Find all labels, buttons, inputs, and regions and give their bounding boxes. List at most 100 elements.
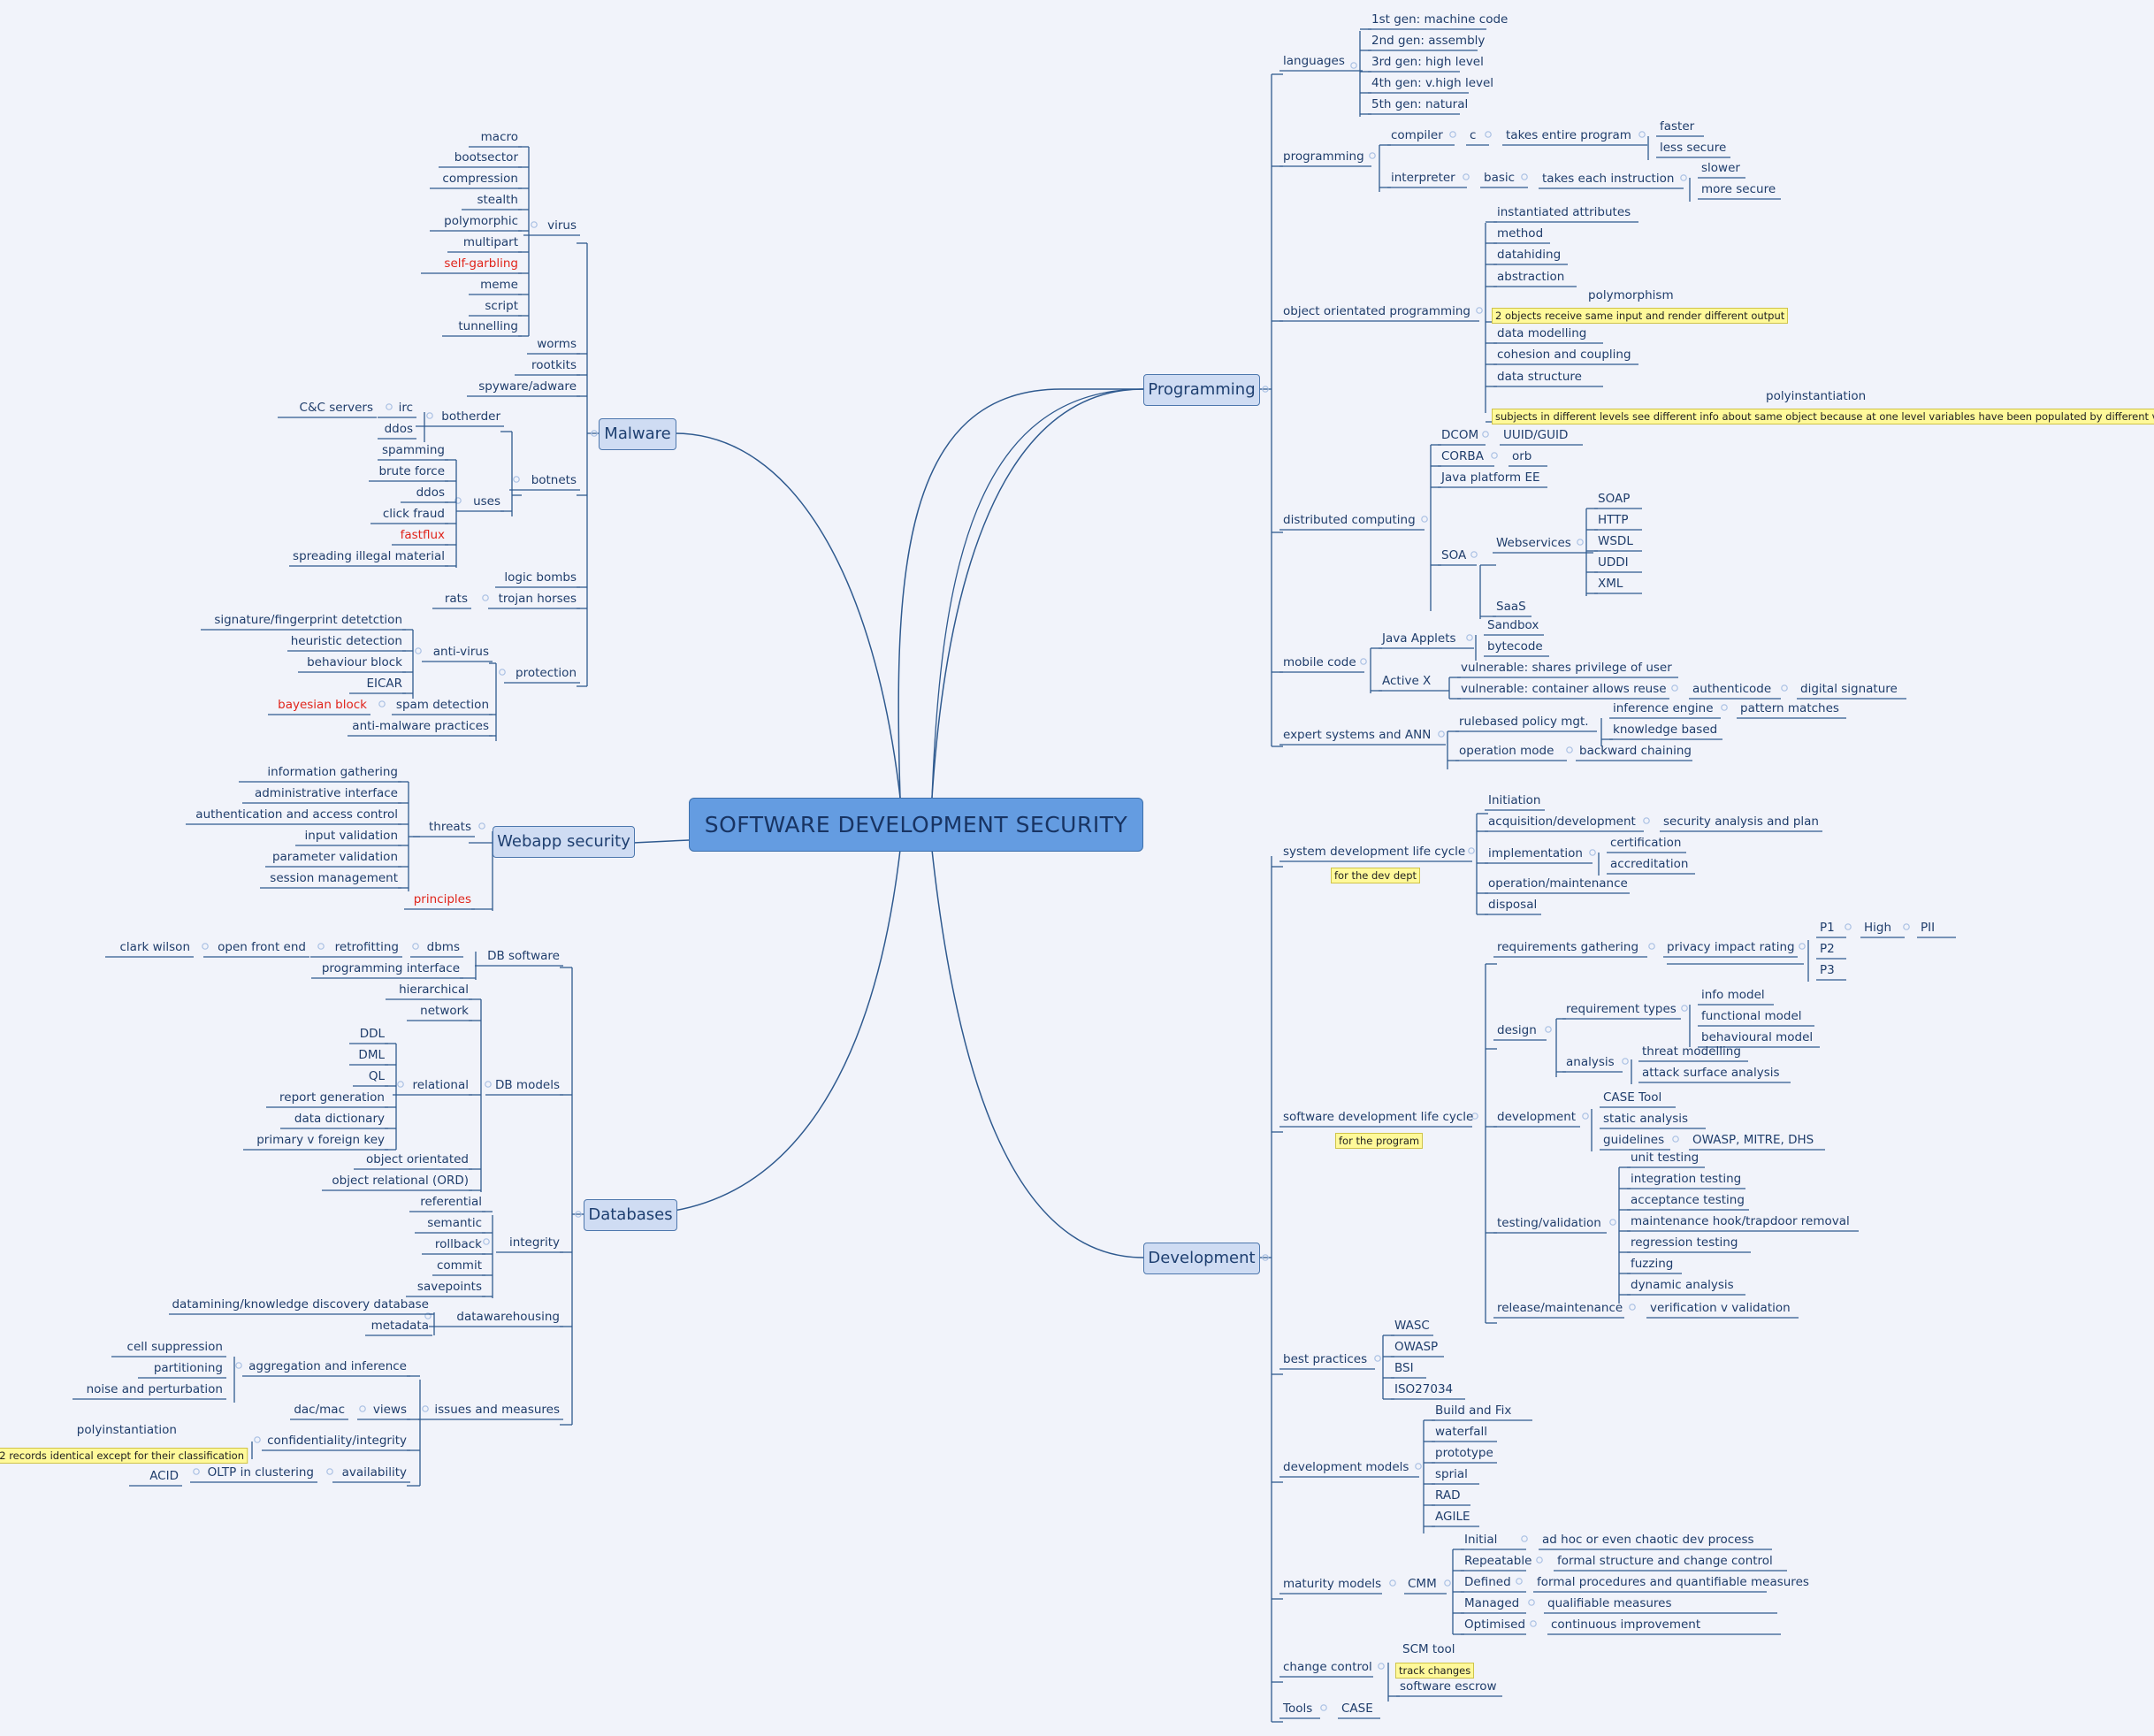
topic-backward[interactable]: backward chaining [1579, 744, 1692, 758]
collapse-toggle[interactable] [426, 412, 433, 419]
topic-logic-bombs[interactable]: logic bombs [504, 570, 577, 585]
topic-formal-structure[interactable]: formal structure and change control [1557, 1554, 1773, 1568]
collapse-toggle[interactable] [359, 1405, 366, 1412]
topic-gen4[interactable]: 4th gen: v.high level [1371, 76, 1494, 90]
topic-requirements[interactable]: requirements gathering [1497, 940, 1639, 954]
topic-privacy[interactable]: privacy impact rating [1667, 940, 1795, 954]
collapse-toggle[interactable] [1470, 551, 1478, 558]
topic-datamining[interactable]: datamining/knowledge discovery database [172, 1297, 429, 1312]
topic-rulebased[interactable]: rulebased policy mgt. [1459, 715, 1589, 729]
topic-script[interactable]: script [485, 299, 518, 313]
collapse-toggle[interactable] [1903, 923, 1910, 930]
topic-antivirus[interactable]: anti-virus [432, 645, 489, 659]
topic-oltp[interactable]: OLTP in clustering [207, 1465, 314, 1480]
topic-uuid[interactable]: UUID/GUID [1503, 428, 1569, 442]
topic-compression[interactable]: compression [442, 172, 518, 186]
topic-mobile[interactable]: mobile code [1283, 655, 1356, 669]
topic-scm[interactable]: SCM tool [1402, 1642, 1455, 1656]
topic-dynamic[interactable]: dynamic analysis [1631, 1278, 1734, 1292]
topic-acquisition[interactable]: acquisition/development [1488, 814, 1636, 829]
topic-functional-model[interactable]: functional model [1701, 1009, 1802, 1023]
topic-ddos2[interactable]: ddos [416, 486, 445, 500]
topic-p2[interactable]: P2 [1820, 942, 1835, 956]
collapse-toggle[interactable] [415, 647, 422, 654]
topic-dbms[interactable]: dbms [426, 940, 460, 954]
collapse-toggle[interactable] [1671, 684, 1678, 692]
main-topic-webapp[interactable]: Webapp security [493, 826, 635, 858]
topic-best-practices[interactable]: best practices [1283, 1352, 1368, 1366]
topic-defined[interactable]: Defined [1464, 1575, 1511, 1589]
topic-semantic[interactable]: semantic [427, 1216, 482, 1230]
topic-acceptance[interactable]: acceptance testing [1631, 1193, 1745, 1207]
topic-saas[interactable]: SaaS [1496, 600, 1526, 614]
collapse-toggle[interactable] [1374, 1355, 1381, 1362]
topic-formal-procedures[interactable]: formal procedures and quantifiable measu… [1537, 1575, 1809, 1589]
topic-regression[interactable]: regression testing [1631, 1235, 1738, 1250]
topic-repeatable[interactable]: Repeatable [1464, 1554, 1532, 1568]
central-topic[interactable]: SOFTWARE DEVELOPMENT SECURITY [689, 798, 1143, 852]
topic-inference[interactable]: inference engine [1613, 701, 1714, 715]
topic-case[interactable]: CASE [1341, 1702, 1373, 1716]
topic-req-types[interactable]: requirement types [1566, 1002, 1677, 1016]
topic-less-secure[interactable]: less secure [1660, 141, 1727, 155]
topic-dml[interactable]: DML [358, 1048, 385, 1062]
topic-integration[interactable]: integration testing [1631, 1172, 1742, 1186]
topic-rats[interactable]: rats [444, 592, 468, 606]
topic-fuzzing[interactable]: fuzzing [1631, 1257, 1674, 1271]
topic-cohesion[interactable]: cohesion and coupling [1497, 348, 1631, 362]
topic-design[interactable]: design [1497, 1023, 1537, 1037]
collapse-toggle[interactable] [1648, 943, 1655, 950]
topic-authenticode[interactable]: authenticode [1692, 682, 1772, 696]
topic-escrow[interactable]: software escrow [1400, 1679, 1497, 1694]
topic-data-dictionary[interactable]: data dictionary [294, 1112, 385, 1126]
collapse-toggle[interactable] [1449, 131, 1456, 138]
topic-basic[interactable]: basic [1484, 171, 1516, 185]
topic-wsdl[interactable]: WSDL [1598, 534, 1633, 548]
topic-pii[interactable]: PII [1921, 921, 1936, 935]
topic-unit[interactable]: unit testing [1631, 1151, 1700, 1165]
collapse-toggle[interactable] [531, 221, 538, 228]
topic-uses[interactable]: uses [473, 494, 500, 509]
topic-eicar[interactable]: EICAR [366, 677, 402, 691]
collapse-toggle[interactable] [1516, 1578, 1523, 1585]
topic-case-tool[interactable]: CASE Tool [1603, 1090, 1662, 1105]
topic-knowledge[interactable]: knowledge based [1613, 723, 1718, 737]
topic-stealth[interactable]: stealth [477, 193, 518, 207]
topic-info-gathering[interactable]: information gathering [267, 765, 398, 779]
collapse-toggle[interactable] [1536, 1556, 1543, 1564]
topic-click-fraud[interactable]: click fraud [382, 507, 445, 521]
collapse-toggle[interactable] [1638, 131, 1646, 138]
topic-build-fix[interactable]: Build and Fix [1435, 1403, 1512, 1418]
topic-open-front[interactable]: open front end [218, 940, 306, 954]
topic-optimised[interactable]: Optimised [1464, 1617, 1526, 1632]
topic-cc-servers[interactable]: C&C servers [299, 401, 373, 415]
topic-continuous[interactable]: continuous improvement [1551, 1617, 1701, 1632]
collapse-toggle[interactable] [1482, 431, 1489, 438]
collapse-toggle[interactable] [412, 943, 419, 950]
collapse-toggle[interactable] [1721, 704, 1728, 711]
topic-static-analysis[interactable]: static analysis [1603, 1112, 1689, 1126]
collapse-toggle[interactable] [1262, 386, 1269, 393]
topic-gen3[interactable]: 3rd gen: high level [1371, 55, 1484, 69]
collapse-toggle[interactable] [1471, 1113, 1478, 1120]
topic-change-control[interactable]: change control [1283, 1660, 1372, 1674]
topic-spyware[interactable]: spyware/adware [478, 379, 577, 394]
topic-rootkits[interactable]: rootkits [531, 358, 577, 372]
collapse-toggle[interactable] [1672, 1136, 1679, 1143]
topic-corba[interactable]: CORBA [1441, 449, 1484, 463]
topic-operation-mode[interactable]: operation mode [1459, 744, 1554, 758]
topic-method[interactable]: method [1497, 226, 1544, 241]
topic-maturity[interactable]: maturity models [1283, 1577, 1382, 1591]
topic-distributed[interactable]: distributed computing [1283, 513, 1416, 527]
topic-multipart[interactable]: multipart [462, 235, 518, 249]
collapse-toggle[interactable] [1622, 1058, 1629, 1065]
topic-irc[interactable]: irc [398, 401, 413, 415]
topic-behaviour[interactable]: behaviour block [307, 655, 402, 669]
topic-initiation[interactable]: Initiation [1488, 793, 1541, 807]
collapse-toggle[interactable] [1609, 1219, 1616, 1226]
topic-oop[interactable]: object orientated programming [1283, 304, 1470, 318]
topic-sprial[interactable]: sprial [1435, 1467, 1468, 1481]
main-topic-development[interactable]: Development [1143, 1243, 1260, 1274]
collapse-toggle[interactable] [1262, 1254, 1269, 1261]
topic-xml[interactable]: XML [1598, 577, 1623, 591]
